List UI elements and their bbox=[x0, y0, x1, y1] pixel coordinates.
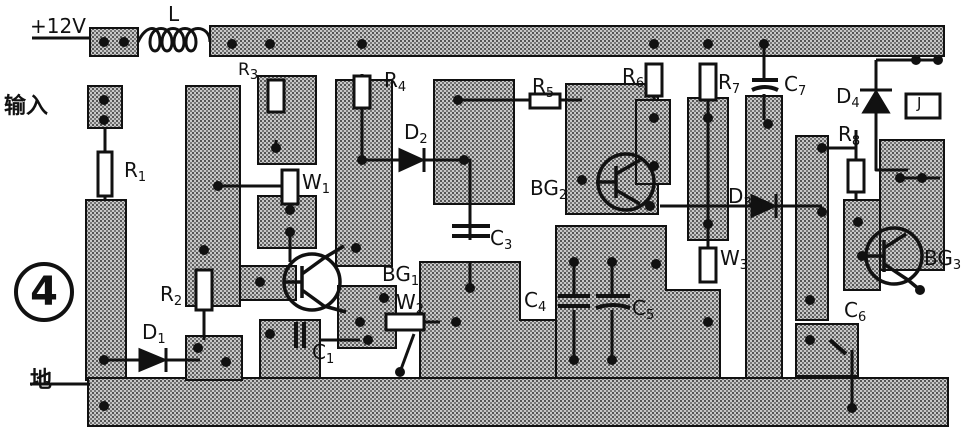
transistors bbox=[282, 152, 924, 314]
r2-body bbox=[194, 268, 214, 312]
trace-supply-rail bbox=[209, 25, 945, 57]
label-d1: D1 bbox=[142, 320, 166, 347]
w3-body bbox=[698, 246, 718, 284]
label-r2: R2 bbox=[160, 282, 183, 309]
label-c7: C7 bbox=[784, 72, 807, 99]
label-d2: D2 bbox=[404, 120, 428, 147]
r4-body bbox=[352, 74, 372, 110]
diodes bbox=[138, 88, 892, 373]
trace-ground bbox=[87, 377, 949, 427]
w1-body bbox=[280, 168, 300, 206]
inductor-coil bbox=[136, 27, 212, 53]
w2-body bbox=[384, 312, 426, 332]
d2-symbol bbox=[398, 147, 426, 173]
r8-body bbox=[846, 158, 866, 194]
label-bg2: BG2 bbox=[530, 176, 568, 203]
pad-c3-low bbox=[419, 261, 557, 379]
d1-symbol bbox=[138, 347, 168, 373]
label-bg3: BG3 bbox=[924, 246, 962, 273]
c6-symbol bbox=[828, 338, 848, 356]
label-r1: R1 bbox=[124, 158, 147, 185]
label-r7: R7 bbox=[718, 70, 741, 97]
copper-traces bbox=[85, 25, 949, 427]
bg2-transistor bbox=[596, 152, 656, 212]
label-c3: C3 bbox=[490, 226, 513, 253]
supply-label: +12V bbox=[30, 14, 86, 38]
label-d4: D4 bbox=[836, 84, 860, 111]
label-bg1: BG1 bbox=[382, 262, 420, 289]
label-r8: R8 bbox=[838, 122, 861, 149]
pad-relay-left bbox=[795, 135, 829, 321]
c4-symbol bbox=[558, 294, 590, 308]
capacitors bbox=[294, 78, 848, 356]
pad-r1-low bbox=[85, 199, 127, 381]
label-w1: W1 bbox=[302, 170, 331, 197]
pad-c4c5 bbox=[555, 225, 721, 379]
relay-body bbox=[904, 92, 942, 120]
label-r6: R6 bbox=[622, 64, 645, 91]
pad-bg1-collector bbox=[239, 265, 297, 301]
pad-c7 bbox=[745, 95, 783, 379]
pad-d1 bbox=[185, 335, 243, 381]
r6-body bbox=[644, 62, 664, 98]
label-c1: C1 bbox=[312, 340, 335, 367]
input-label: 输入 bbox=[4, 94, 49, 119]
label-l: L bbox=[168, 2, 180, 26]
c5-symbol bbox=[595, 294, 631, 310]
pad-r4 bbox=[335, 79, 393, 267]
label-c6: C6 bbox=[844, 298, 867, 325]
pad-12v bbox=[89, 27, 139, 57]
label-r4: R4 bbox=[384, 68, 407, 95]
label-r5: R5 bbox=[532, 74, 555, 101]
pad-c6 bbox=[795, 323, 859, 377]
c7-symbol bbox=[751, 78, 779, 92]
r3-body bbox=[266, 78, 286, 114]
label-w3: W3 bbox=[720, 246, 749, 273]
solder-joints bbox=[99, 37, 943, 413]
figure-number-badge: 4 bbox=[14, 262, 74, 322]
bg1-transistor bbox=[282, 244, 347, 314]
label-d3: D3 bbox=[728, 184, 752, 211]
r5-body bbox=[528, 92, 562, 110]
label-relay-j: J bbox=[917, 94, 922, 112]
label-c5: C5 bbox=[632, 296, 655, 323]
ground-label: 地 bbox=[30, 368, 53, 393]
pad-w1 bbox=[257, 195, 317, 249]
pad-relay-right bbox=[879, 139, 945, 271]
label-c4: C4 bbox=[524, 288, 547, 315]
r1-body bbox=[96, 150, 114, 198]
c1-symbol bbox=[294, 322, 306, 348]
label-r3: R3 bbox=[238, 60, 259, 83]
label-w2: W2 bbox=[396, 290, 425, 317]
pad-c1 bbox=[259, 319, 321, 379]
r7-body bbox=[698, 62, 718, 102]
d4-symbol bbox=[860, 88, 892, 114]
resistor-bodies bbox=[96, 62, 942, 332]
c3-symbol bbox=[452, 224, 490, 238]
